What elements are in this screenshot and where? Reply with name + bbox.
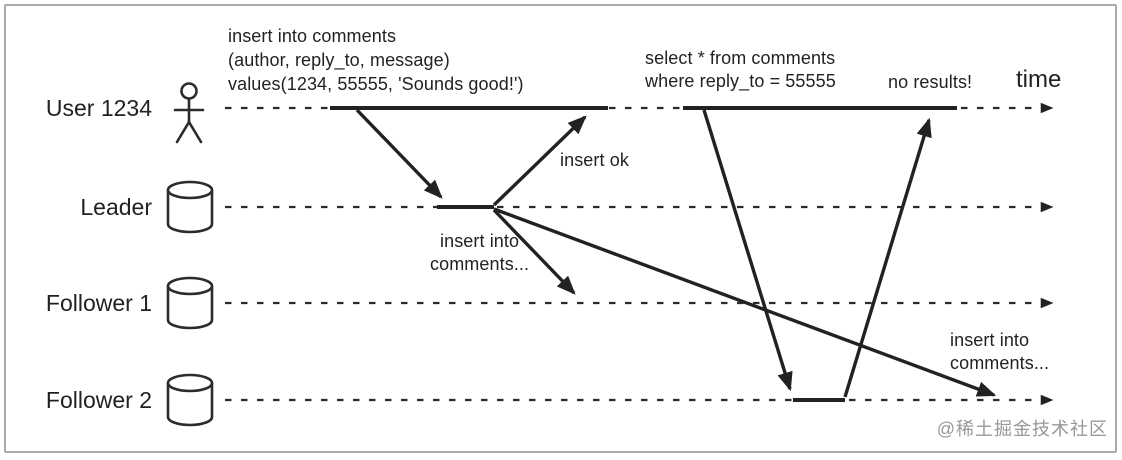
label-insert-ok: insert ok [560, 150, 629, 170]
person-icon [173, 82, 205, 144]
actor-label-follower1: Follower 1 [45, 290, 152, 316]
arrow-replicate-follower2 [493, 207, 997, 397]
watermark: @稀土掘金技术社区 [936, 419, 1108, 439]
label-replicate-follower1: insert into comments... [430, 231, 530, 274]
time-axis-label: time [1016, 66, 1062, 93]
actor-label-user: User 1234 [45, 95, 152, 121]
arrow-select-response [843, 117, 932, 398]
actor-label-follower2: Follower 2 [45, 387, 152, 413]
database-icon-leader [166, 180, 214, 234]
arrow-replicate-follower1 [492, 208, 576, 295]
actor-label-leader: Leader [80, 194, 152, 220]
label-select-query: select * from comments where reply_to = … [645, 48, 836, 91]
label-replicate-follower2: insert into comments... [950, 330, 1050, 373]
arrow-insert-request [355, 108, 443, 199]
arrow-select-request [702, 109, 793, 392]
arrow-insert-ok [492, 115, 587, 207]
database-icon-follower1 [166, 276, 214, 330]
label-no-results: no results! [888, 72, 973, 92]
label-insert-query: insert into comments (author, reply_to, … [228, 26, 524, 94]
database-icon-follower2 [166, 373, 214, 427]
